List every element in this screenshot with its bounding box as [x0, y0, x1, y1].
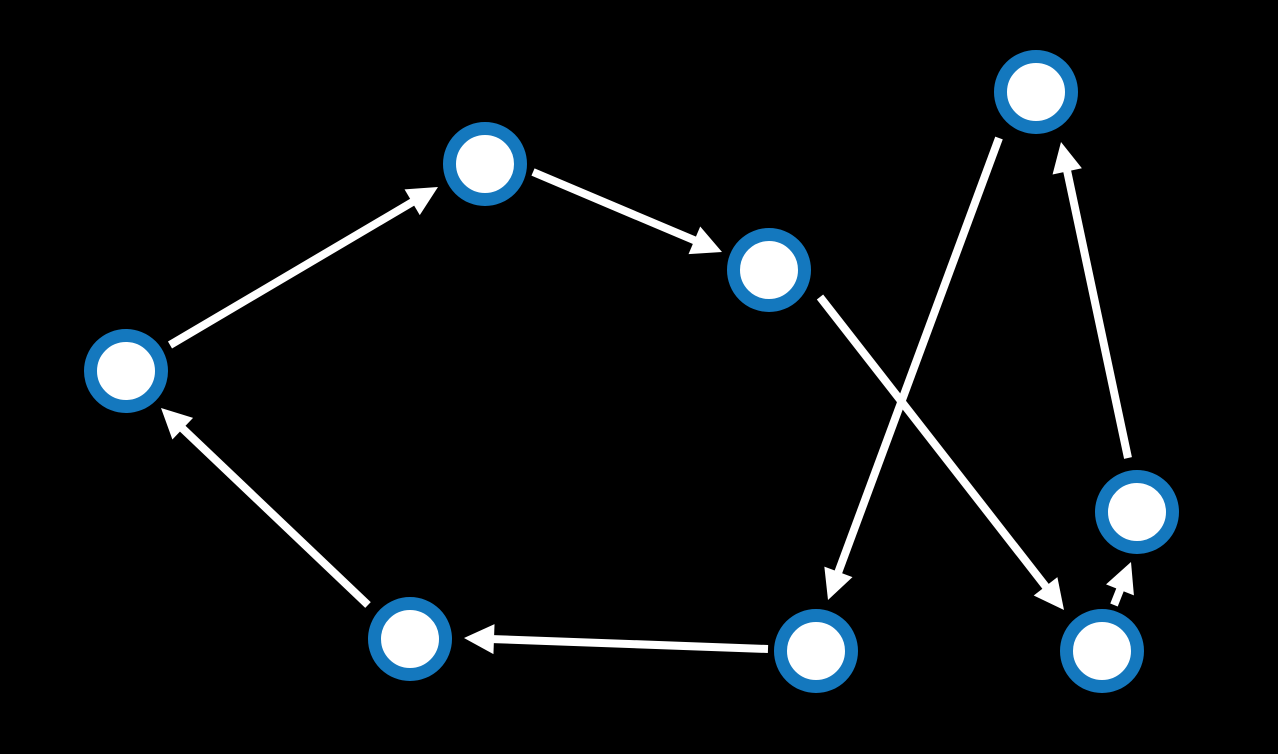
- graph-node-n4: [84, 329, 168, 413]
- edge-shaft: [531, 168, 700, 246]
- graph-node-n8: [1060, 609, 1144, 693]
- edge-n4-n2: [167, 187, 438, 349]
- graph-node-n7: [774, 609, 858, 693]
- arrowhead-icon: [1106, 562, 1134, 596]
- edge-shaft: [177, 423, 371, 608]
- edge-shaft: [833, 136, 1003, 578]
- graph-node-n2: [443, 122, 527, 206]
- graph-node-n5: [1095, 470, 1179, 554]
- arrowhead-icon: [1052, 142, 1082, 175]
- edge-n8-n5: [1106, 562, 1134, 607]
- edge-n7-n6: [464, 624, 769, 655]
- arrowhead-icon: [824, 566, 853, 600]
- edge-shaft: [167, 196, 418, 349]
- edge-shaft: [489, 634, 769, 653]
- arrowhead-icon: [161, 408, 194, 440]
- edge-n2-n3: [531, 168, 722, 255]
- graph-node-n1: [994, 50, 1078, 134]
- edge-n3-n8: [816, 294, 1064, 610]
- graph-node-n6: [368, 597, 452, 681]
- arrowhead-icon: [1033, 577, 1064, 610]
- edge-n5-n1: [1052, 142, 1132, 459]
- edge-n6-n4: [161, 408, 371, 608]
- arrowhead-icon: [404, 187, 438, 216]
- arrowhead-icon: [464, 624, 495, 655]
- edge-shaft: [816, 294, 1052, 592]
- edge-shaft: [1062, 166, 1132, 459]
- graph-node-n3: [727, 228, 811, 312]
- arrowhead-icon: [688, 226, 722, 255]
- edge-n1-n7: [824, 136, 1003, 600]
